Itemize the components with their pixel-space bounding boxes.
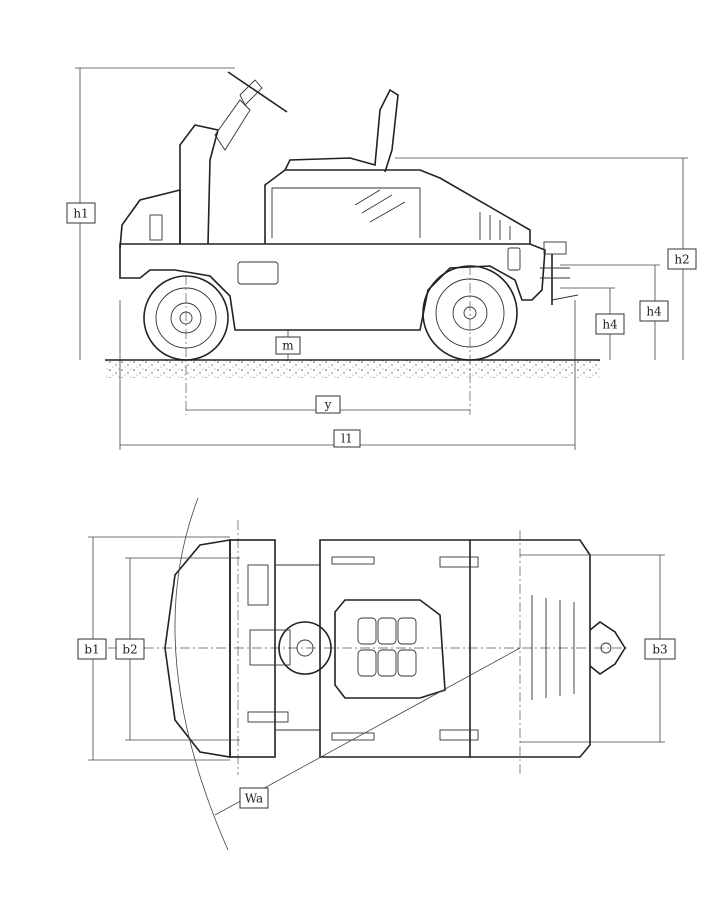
svg-text:l1: l1 (341, 432, 352, 446)
svg-text:b1: b1 (84, 643, 99, 657)
svg-text:b2: b2 (122, 643, 137, 657)
svg-text:y: y (324, 398, 332, 412)
label-h1: h1 (66, 202, 96, 224)
svg-text:Wa: Wa (245, 792, 263, 806)
label-b2: b2 (115, 638, 145, 660)
vehicle-side (119, 71, 579, 415)
label-y: y (315, 395, 341, 414)
vehicle-top (164, 539, 626, 758)
dimensions-top (88, 536, 665, 761)
ground (105, 360, 600, 378)
svg-text:h2: h2 (674, 253, 689, 267)
svg-text:h4: h4 (602, 318, 618, 332)
label-m: m (275, 336, 301, 355)
svg-text:h1: h1 (73, 207, 88, 221)
label-h4-inner: h4 (595, 313, 625, 335)
label-b1: b1 (77, 638, 107, 660)
label-wa: Wa (239, 787, 269, 809)
svg-text:h4: h4 (646, 305, 662, 319)
label-b3: b3 (644, 638, 676, 660)
top-view: b1 b2 b3 Wa (77, 497, 676, 851)
turning-radius-arc (174, 497, 229, 851)
side-view: h1 h2 h4 h4 m y l1 (66, 67, 697, 450)
label-h4-outer: h4 (639, 300, 669, 322)
svg-text:m: m (282, 339, 294, 353)
dimensions-side (75, 67, 688, 450)
label-h2: h2 (667, 248, 697, 270)
label-l1: l1 (333, 429, 361, 448)
svg-text:b3: b3 (652, 643, 667, 657)
